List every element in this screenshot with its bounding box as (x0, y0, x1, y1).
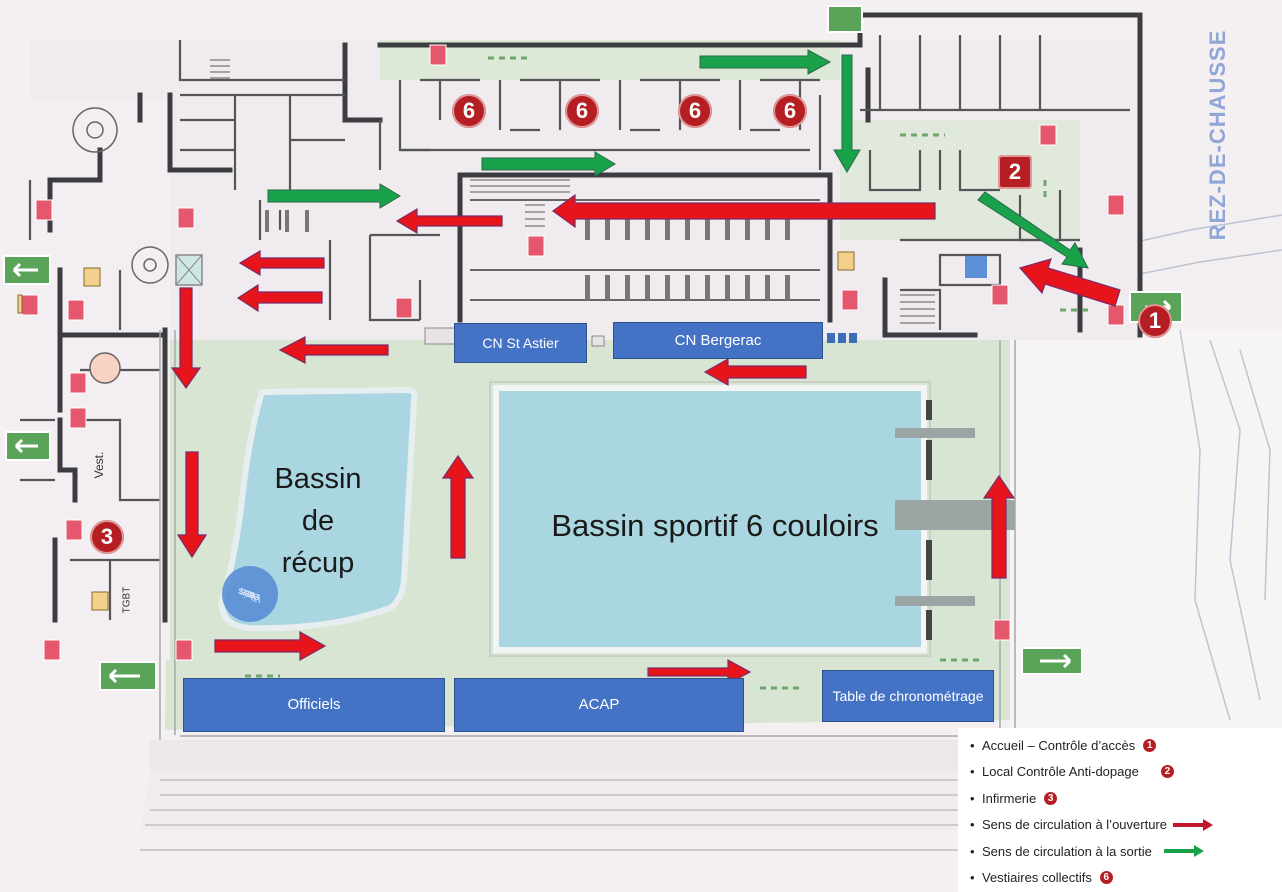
green-arrow (977, 191, 1089, 269)
marker-vestiaire-1: 6 (452, 94, 486, 128)
red-arrow (703, 357, 807, 387)
room-label-vest: Vest. (92, 451, 106, 479)
green-arrow (699, 49, 832, 75)
sport-pool-label: Bassin sportif 6 couloirs (551, 508, 879, 543)
area-officiels: Officiels (183, 678, 445, 732)
red-arrow (395, 207, 503, 235)
legend-item-exit-direction: •Sens de circulation à la sortie (970, 838, 1282, 865)
exit-circulation-arrows (267, 49, 1089, 269)
red-arrow (278, 336, 389, 364)
red-arrow (236, 283, 323, 313)
red-arrow (176, 451, 208, 559)
green-arrow (267, 183, 401, 209)
area-cn-bergerac: CN Bergerac (613, 322, 823, 359)
recovery-pool-label: Bassin de récup (274, 463, 362, 579)
red-arrow (441, 454, 475, 559)
area-cn-st-astier: CN St Astier (454, 323, 587, 363)
area-acap: ACAP (454, 678, 744, 732)
marker-accueil: 1 (1138, 304, 1172, 338)
area-table-chronometrage: Table de chronométrage (822, 670, 994, 722)
green-arrow (481, 151, 616, 177)
red-arrow (982, 474, 1016, 579)
marker-vestiaire-3: 6 (678, 94, 712, 128)
entry-circulation-arrows (170, 193, 1121, 686)
room-label-tgbt: TGBT (121, 586, 133, 614)
green-arrow-icon (1163, 845, 1204, 858)
floor-title: REZ-DE-CHAUSSE (1205, 29, 1230, 241)
red-arrow (214, 630, 327, 662)
marker-vestiaire-2: 6 (565, 94, 599, 128)
red-arrow (170, 287, 202, 390)
green-arrow (833, 54, 861, 173)
red-arrow-icon (1173, 818, 1213, 831)
marker-vestiaire-4: 6 (773, 94, 807, 128)
marker-antidopage: 2 (998, 155, 1032, 189)
red-arrow-entrance (1018, 258, 1121, 307)
marker-infirmerie: 3 (90, 520, 124, 554)
red-arrow (238, 249, 325, 277)
legend-item-entry-direction: •Sens de circulation à l’ouverture (970, 812, 1282, 839)
red-arrow-corridor (551, 193, 936, 229)
